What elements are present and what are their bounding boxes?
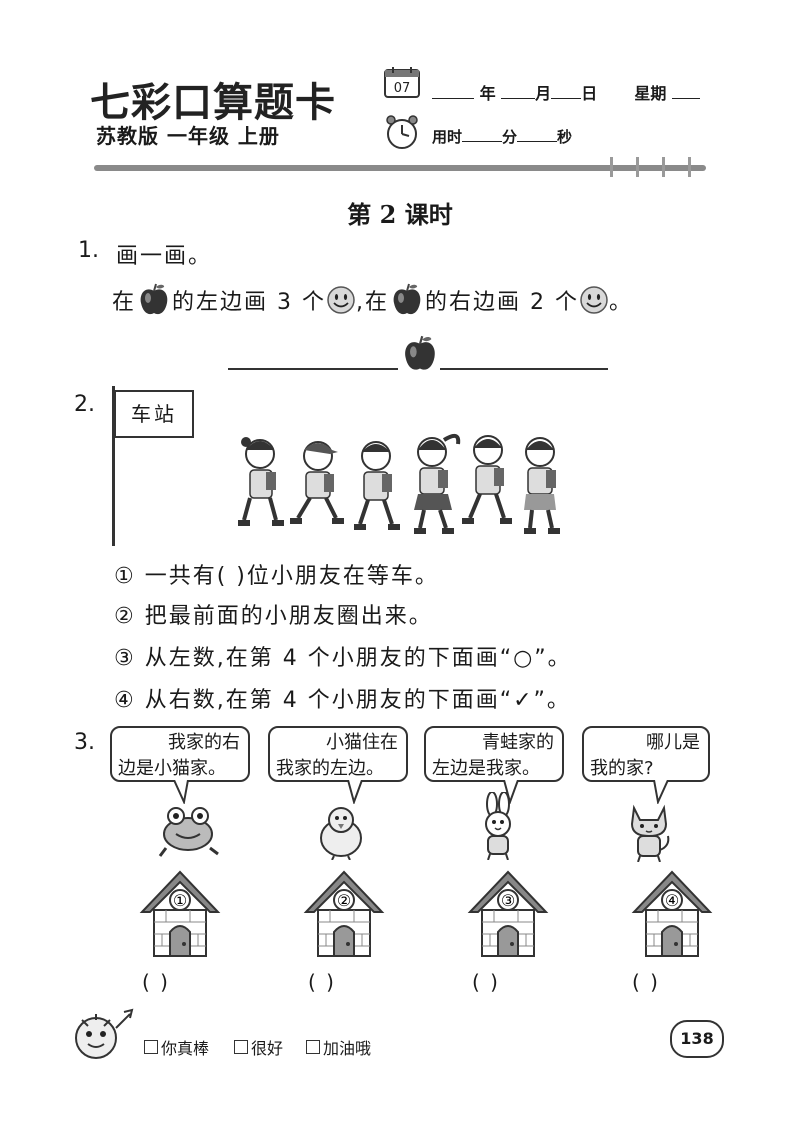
bubble-tail [503,780,519,804]
station-sign: 车站 [114,390,194,438]
frog-icon [158,807,219,857]
question-1-title: 画一画。 [116,244,213,269]
seconds-label: 秒 [557,128,573,146]
calendar-icon: 07 [384,67,420,98]
cat-icon [630,804,670,862]
answer-slot-4[interactable]: ( ) [632,970,660,994]
minutes-blank[interactable] [462,127,503,142]
house-icon: ① [139,870,221,957]
day-label: 日 [581,84,598,103]
q1-text-b: 的左边画 3 个 [172,290,326,315]
binder-ring-icon [610,157,613,177]
child-figure-icon [290,441,344,524]
house-icon: ④ [631,870,713,957]
house-number: ③ [501,891,515,910]
page-number: 138 [670,1020,724,1058]
year-blank[interactable] [432,84,474,99]
q1-text-a: 在 [112,290,137,315]
bubble-line-2: 我的家? [590,758,654,779]
rating-label: 加油哦 [323,1039,372,1058]
rating-option-3[interactable]: 加油哦 [306,1035,371,1059]
child-figure-icon [354,441,400,530]
child-figure-icon [524,437,560,534]
brand-title: 七彩口算题卡 [90,79,336,126]
bubble-tail [653,780,669,804]
question-2-item-3: ③ 从左数,在第 4 个小朋友的下面画“○”。 [114,646,572,671]
left-drawing-line[interactable] [228,368,398,370]
checkbox[interactable] [306,1040,320,1054]
lesson-title: 第 2 课时 [347,200,453,229]
child-figure-icon [414,433,461,534]
child-figure-icon [462,435,512,524]
calendar-day: 07 [394,81,411,96]
speech-bubble-rabbit: 青蛙家的 左边是我家。 [424,726,564,782]
month-blank[interactable] [501,84,536,99]
bubble-line-2: 我家的左边。 [276,758,384,779]
speech-bubble-chick: 小猫住在 我家的左边。 [268,726,408,782]
bubble-line-1: 哪儿是 [646,732,700,753]
apple-icon [405,335,435,370]
smiley-icon [580,286,608,314]
child-figure-icon [238,437,284,526]
question-2-item-2: ② 把最前面的小朋友圈出来。 [114,604,433,629]
checkbox[interactable] [234,1040,248,1054]
speech-bubble-frog: 我家的右 边是小猫家。 [110,726,250,782]
bubble-line-1: 我家的右 [168,732,240,753]
rating-label: 你真棒 [161,1039,210,1058]
chick-icon [320,807,362,860]
header-divider [94,165,706,171]
seconds-blank[interactable] [517,127,558,142]
house-icon: ③ [467,870,549,957]
bubble-tail [347,780,363,804]
answer-slot-3[interactable]: ( ) [472,970,500,994]
binder-ring-icon [636,157,639,177]
binder-ring-icon [662,157,665,177]
speech-bubble-cat: 哪儿是 我的家? [582,726,710,782]
q1-text-e: 。 [608,290,633,315]
q1-text-d: 的右边画 2 个 [425,290,579,315]
right-drawing-line[interactable] [440,368,608,370]
smiley-icon [327,286,355,314]
house-number: ④ [665,891,679,910]
question-2-item-4: ④ 从右数,在第 4 个小朋友的下面画“✓”。 [114,688,571,713]
question-1-number: 1. [78,238,99,263]
question-3-number: 3. [74,730,95,755]
mascot-icon [75,1008,134,1059]
question-2-item-1: ① 一共有( )位小朋友在等车。 [114,564,439,589]
house-number: ② [337,891,351,910]
house-icon: ② [303,870,385,957]
rating-label: 很好 [251,1039,284,1058]
alarm-clock-icon [386,115,418,149]
year-label: 年 [479,84,496,103]
rating-option-2[interactable]: 很好 [234,1035,283,1059]
answer-slot-2[interactable]: ( ) [308,970,336,994]
bubble-line-1: 小猫住在 [326,732,398,753]
bubble-line-2: 边是小猫家。 [118,758,226,779]
bubble-line-1: 青蛙家的 [482,732,554,753]
date-line: 年 月 日 星期 [432,80,700,104]
binder-ring-icon [688,157,691,177]
month-label: 月 [535,84,552,103]
flag-pole [112,386,115,546]
apple-icon [393,283,421,315]
minutes-label: 分 [502,128,518,146]
q1-text-c: ,在 [356,290,389,315]
rating-option-1[interactable]: 你真棒 [144,1035,209,1059]
house-number: ① [173,891,187,910]
weekday-blank[interactable] [671,84,700,99]
question-2-number: 2. [74,392,95,417]
weekday-label: 星期 [634,84,667,103]
question-1-instruction: 在 的左边画 3 个 ,在 的右边画 2 个 。 [112,282,633,318]
day-blank[interactable] [551,84,582,99]
time-used-label: 用时 [432,128,463,146]
rabbit-icon [485,792,511,860]
edition-label: 苏教版 一年级 上册 [96,124,280,148]
answer-slot-1[interactable]: ( ) [142,970,170,994]
children-illustration [238,433,560,534]
apple-icon [140,283,168,315]
time-line: 用时 分 秒 [432,126,572,147]
bubble-tail [173,780,189,804]
bubble-line-2: 左边是我家。 [432,758,540,779]
checkbox[interactable] [144,1040,158,1054]
